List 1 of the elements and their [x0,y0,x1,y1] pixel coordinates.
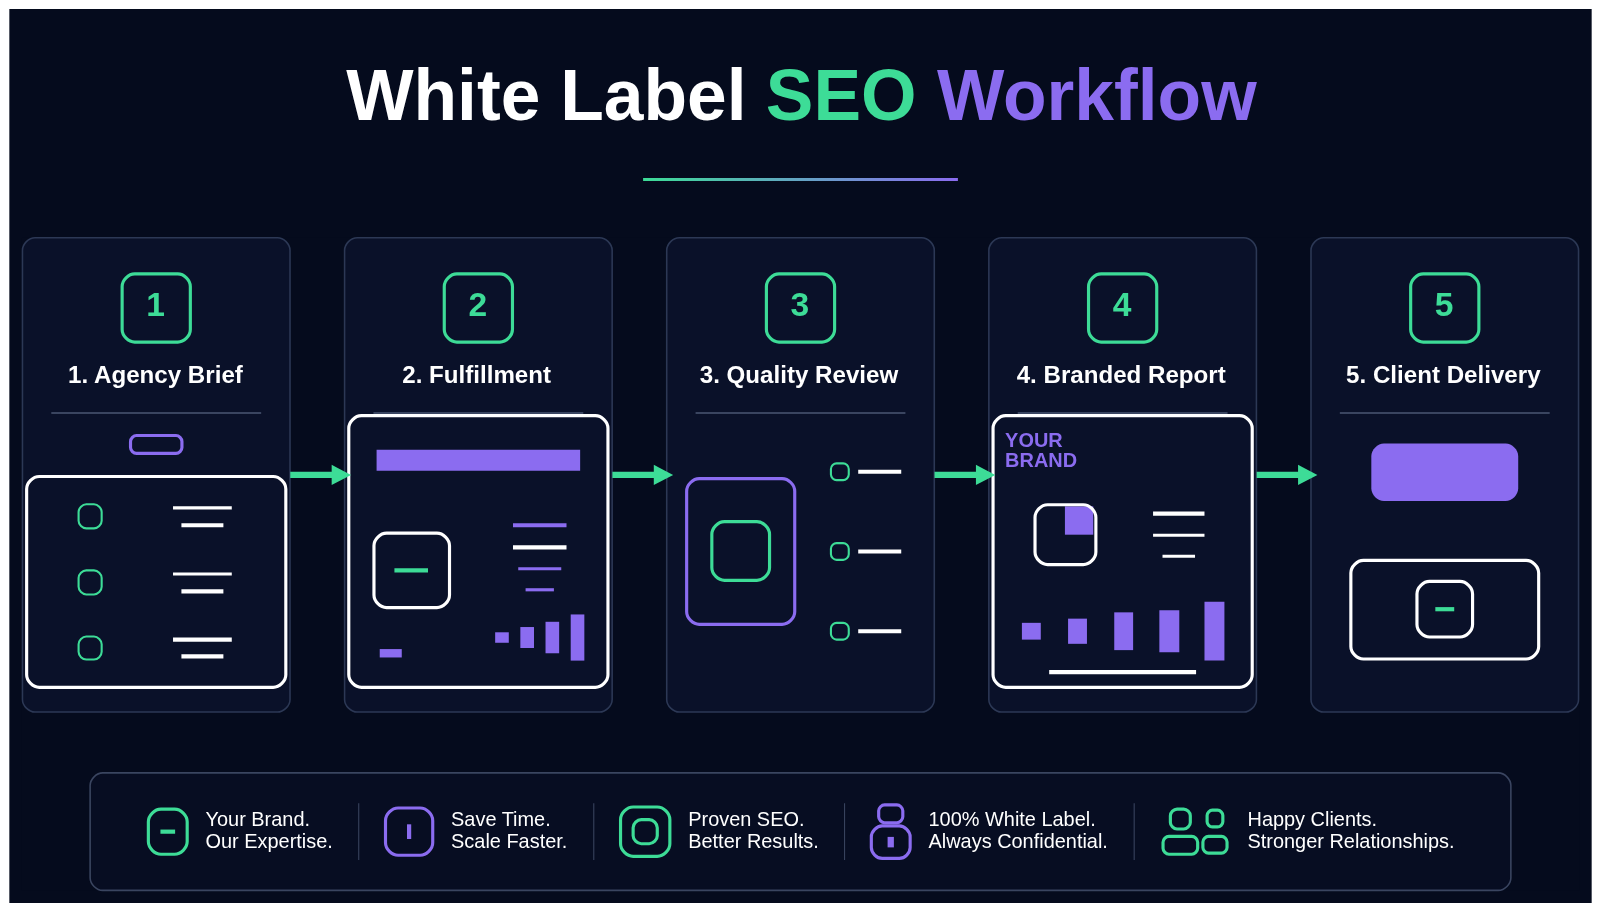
diagram-title: White Label SEO Workflow [345,54,1257,135]
